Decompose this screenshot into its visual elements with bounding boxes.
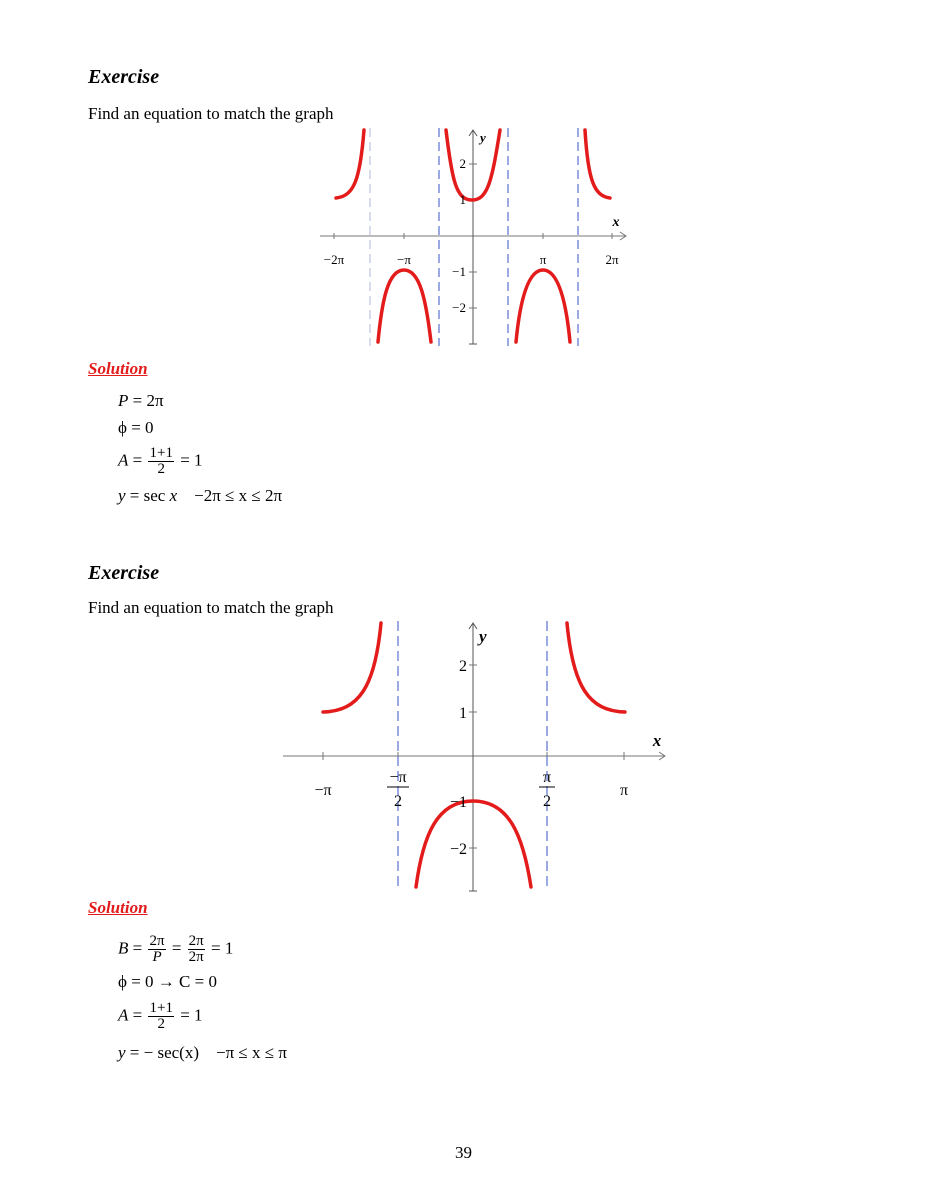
x-tick-label: 2π [605, 252, 619, 267]
y-axis-label: y [477, 627, 487, 646]
y-axis-arrow [468, 622, 478, 630]
exercise-2-heading: Exercise [88, 562, 160, 584]
secant-curves [321, 621, 627, 889]
y-tick-label: 2 [460, 156, 467, 171]
exercise-1-graph: x y −2π −π π 2π 2 1 −1 −2 [320, 128, 627, 346]
x-axis-arrow [619, 231, 627, 241]
phase-line: ϕ = 0 → C = 0 [118, 972, 217, 991]
x-tick-label: −π [397, 252, 411, 267]
x-tick-label: −π [314, 782, 331, 799]
x-tick-frac-num: −π [389, 769, 406, 786]
asymptotes [369, 128, 579, 346]
exercise-1-prompt: Find an equation to match the graph [88, 104, 334, 123]
page-number: 39 [455, 1143, 472, 1162]
x-tick-label: −2π [324, 252, 345, 267]
y-tick-label: 2 [459, 658, 467, 675]
y-axis-arrow [468, 129, 478, 137]
equation-line: y = − sec(x) −π ≤ x ≤ π [118, 1043, 287, 1062]
y-tick-label: −1 [452, 264, 466, 279]
y-tick-label: −1 [450, 794, 467, 811]
y-tick-label: −2 [450, 841, 467, 858]
equation-line: y = sec x −2π ≤ x ≤ 2π [118, 486, 283, 505]
y-tick-label: 1 [459, 705, 467, 722]
x-tick-label: π [540, 252, 547, 267]
y-tick-label: −2 [452, 300, 466, 315]
x-axis-label: x [612, 215, 620, 230]
y-tick-label: 1 [460, 192, 467, 207]
exercise-1-heading: Exercise [88, 66, 160, 88]
x-tick-frac-num: π [543, 769, 551, 786]
phase-line: ϕ = 0 [118, 418, 154, 437]
exercise-2-solution-label: Solution [88, 898, 148, 917]
period-line: P = 2π [118, 391, 164, 410]
exercise-2-prompt: Find an equation to match the graph [88, 598, 334, 617]
exercise-1-solution-label: Solution [88, 359, 148, 378]
x-tick-frac-den: 2 [394, 793, 402, 810]
y-axis-label: y [478, 130, 486, 145]
secant-curves [334, 128, 612, 344]
x-tick-frac-den: 2 [543, 793, 551, 810]
x-axis-arrow [658, 751, 666, 761]
x-tick-label: π [620, 782, 628, 799]
x-axis-label: x [652, 731, 662, 750]
exercise-2-graph: x y −π π −π 2 π 2 2 1 −1 −2 [283, 621, 666, 892]
